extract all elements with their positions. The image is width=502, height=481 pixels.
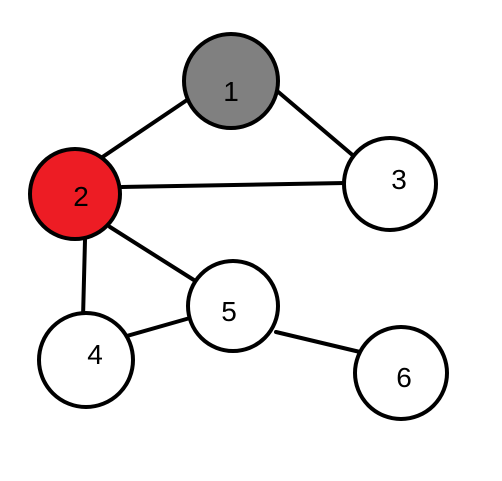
- node-6-circle: [353, 325, 449, 421]
- node-1-circle: [182, 32, 280, 130]
- node-4-circle: [37, 311, 135, 409]
- node-4: 4: [37, 311, 135, 409]
- node-2-label: 2: [73, 181, 89, 212]
- node-4-label: 4: [87, 339, 103, 370]
- edge-2-3: [120, 181, 347, 189]
- node-5-label: 5: [221, 296, 237, 327]
- node-2-circle: [28, 147, 122, 241]
- node-6: 6: [353, 325, 449, 421]
- node-6-label: 6: [396, 362, 412, 393]
- node-3-circle: [342, 136, 438, 232]
- nodes-layer: 1 2 3 4 5 6: [28, 32, 449, 421]
- edge-2-5: [108, 225, 199, 284]
- edge-4-5: [125, 316, 192, 338]
- node-3-label: 3: [391, 164, 407, 195]
- node-5-circle: [186, 259, 280, 353]
- node-3: 3: [342, 136, 438, 232]
- edge-1-2: [99, 96, 192, 160]
- edge-5-6: [274, 330, 362, 354]
- node-5: 5: [186, 259, 280, 353]
- node-1: 1: [182, 32, 280, 130]
- node-2: 2: [28, 147, 122, 241]
- edge-1-3: [274, 88, 358, 160]
- edge-2-4: [81, 238, 87, 320]
- node-1-label: 1: [223, 76, 239, 107]
- edges-layer: [81, 88, 362, 354]
